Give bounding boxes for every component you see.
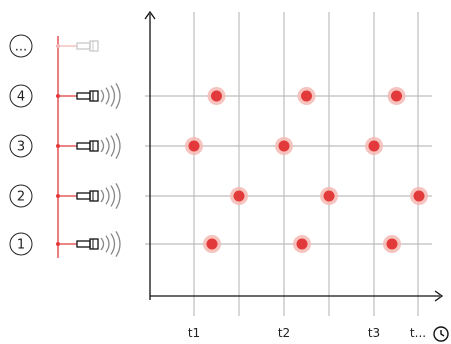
signal-wave <box>105 137 110 155</box>
source-node <box>56 94 60 98</box>
camera-body <box>76 42 91 50</box>
signal-wave <box>115 133 121 159</box>
signal-wave <box>100 139 105 153</box>
source-node <box>56 242 60 246</box>
event-marker <box>207 87 226 105</box>
source-label: 4 <box>17 90 25 105</box>
camera-head <box>89 190 99 202</box>
event-marker <box>293 235 311 253</box>
camera-body <box>76 92 91 100</box>
source-badge <box>9 84 33 108</box>
camera-head <box>89 140 99 152</box>
event-dot <box>233 190 245 202</box>
axes <box>144 10 444 302</box>
event-dot <box>188 140 200 152</box>
camera-head <box>89 238 99 250</box>
camera-icon <box>76 140 99 152</box>
time-tick-label: t3 <box>368 326 380 340</box>
signal-wave <box>110 85 116 107</box>
source-label: 1 <box>17 238 25 253</box>
source-label: 3 <box>17 140 25 155</box>
signal-wave <box>100 189 105 203</box>
signal-wave <box>115 83 121 109</box>
event-dot <box>368 140 380 152</box>
event-marker <box>275 137 293 155</box>
signal-wave <box>100 237 105 251</box>
grid <box>145 12 432 316</box>
source-badge <box>9 184 33 208</box>
y-axis-arrow <box>144 10 156 20</box>
signal-wave <box>110 135 116 157</box>
source-node <box>56 44 60 48</box>
event-marker <box>185 137 203 155</box>
source-node <box>56 144 60 148</box>
camera-body <box>76 192 91 200</box>
camera-icon <box>76 190 99 202</box>
source-badge <box>9 232 33 256</box>
event-marker <box>383 235 401 253</box>
event-dot <box>278 140 290 152</box>
clock-face <box>433 326 449 342</box>
signal-wave <box>115 231 121 257</box>
source-column: ... 4 3 2 1 <box>9 34 121 258</box>
event-dot <box>323 190 335 202</box>
event-marker <box>410 187 428 205</box>
time-ticks: t1 t2 t3 t... <box>188 326 449 342</box>
signal-wave <box>115 183 121 209</box>
event-dot <box>301 90 312 102</box>
signal-wave <box>105 187 110 205</box>
event-dot <box>386 238 398 250</box>
camera-body <box>76 142 91 150</box>
time-tick-label: t2 <box>278 326 290 340</box>
time-tick-label: t1 <box>188 326 200 340</box>
signal-wave <box>100 89 105 103</box>
event-marker <box>297 87 316 105</box>
camera-icon <box>76 90 99 102</box>
event-marker <box>320 187 338 205</box>
x-axis-arrow <box>434 290 444 302</box>
camera-head <box>89 40 99 52</box>
event-marker <box>203 235 221 253</box>
events <box>185 87 428 253</box>
source-label: 2 <box>17 190 25 205</box>
event-dot <box>413 190 425 202</box>
source-badge <box>9 134 33 158</box>
event-dot <box>391 90 402 102</box>
camera-icon <box>76 238 99 250</box>
time-tick-label: t... <box>410 326 426 340</box>
signal-wave <box>110 233 116 255</box>
signal-wave <box>105 87 110 105</box>
source-node <box>56 194 60 198</box>
source-badge <box>9 34 33 58</box>
signal-wave <box>110 185 116 207</box>
event-marker <box>387 87 406 105</box>
event-dot <box>296 238 308 250</box>
camera-icon <box>76 40 99 52</box>
event-marker <box>230 187 248 205</box>
clock-icon <box>433 326 449 342</box>
event-marker <box>365 137 383 155</box>
clock-hands <box>440 330 445 337</box>
camera-body <box>76 240 91 248</box>
source-label: ... <box>15 40 27 55</box>
event-dot <box>211 90 222 102</box>
event-dot <box>206 238 218 250</box>
signal-wave <box>105 235 110 253</box>
camera-head <box>89 90 99 102</box>
